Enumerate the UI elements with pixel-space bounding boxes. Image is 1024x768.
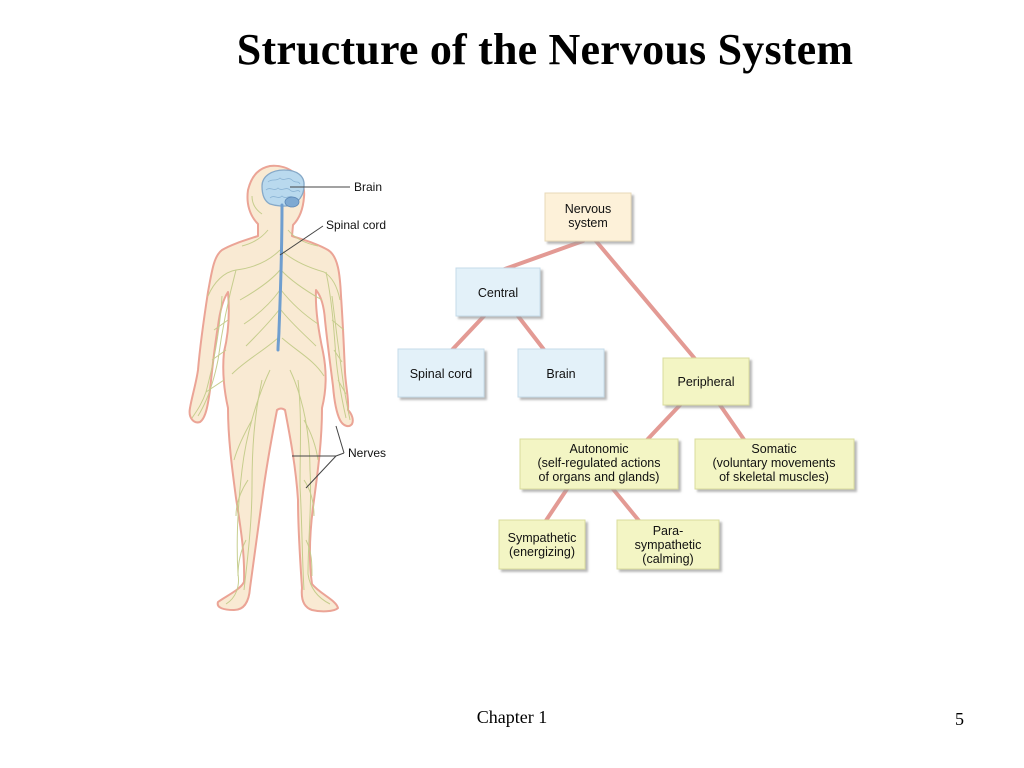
node-autonomic-line-3: of organs and glands) xyxy=(539,470,660,484)
node-nervous-system-line-1: Nervous xyxy=(565,202,612,216)
node-sympathetic-line-1: Sympathetic xyxy=(508,531,577,545)
node-somatic-line-3: of skeletal muscles) xyxy=(719,470,829,484)
node-nervous-system: Nervous system xyxy=(544,192,632,242)
node-autonomic-line-1: Autonomic xyxy=(569,442,628,456)
node-peripheral-line-1: Peripheral xyxy=(678,375,735,389)
node-somatic-line-2: (voluntary movements xyxy=(713,456,836,470)
spinal-cord-shape xyxy=(276,203,284,352)
node-brain-line-1: Brain xyxy=(546,367,575,381)
footer-chapter: Chapter 1 xyxy=(476,707,548,727)
node-parasympathetic-line-2: sympathetic xyxy=(635,538,702,552)
node-spinal-cord: Spinal cord xyxy=(397,348,485,398)
node-nervous-system-line-2: system xyxy=(568,216,608,230)
node-somatic-line-1: Somatic xyxy=(751,442,796,456)
cerebellum-shape xyxy=(284,196,300,208)
slide-title: Structure of the Nervous System xyxy=(236,25,854,74)
node-central-line-1: Central xyxy=(478,286,518,300)
node-somatic: Somatic (voluntary movements of skeletal… xyxy=(694,438,855,490)
hierarchy-nodes: Nervous system Central Spinal cord Brain… xyxy=(397,192,855,570)
node-spinal-cord-line-1: Spinal cord xyxy=(410,367,473,381)
brain-label: Brain xyxy=(354,180,382,194)
nerves-callout-line-upper xyxy=(335,425,345,454)
node-autonomic-line-2: (self-regulated actions xyxy=(538,456,661,470)
body-illustration: Brain Spinal cord Nerves xyxy=(188,164,386,613)
nerves-callout-line-lower xyxy=(305,455,337,489)
node-parasympathetic: Para- sympathetic (calming) xyxy=(616,519,720,570)
node-autonomic: Autonomic (self-regulated actions of org… xyxy=(519,438,679,490)
node-peripheral: Peripheral xyxy=(662,357,750,406)
brain-folds xyxy=(265,177,301,199)
spinal-cord-label: Spinal cord xyxy=(326,218,386,232)
node-sympathetic-line-2: (energizing) xyxy=(509,545,575,559)
body-silhouette xyxy=(188,164,354,613)
node-parasympathetic-line-3: (calming) xyxy=(642,552,693,566)
hierarchy-connectors xyxy=(449,239,747,524)
node-central: Central xyxy=(455,267,541,317)
node-sympathetic: Sympathetic (energizing) xyxy=(498,519,586,570)
node-brain: Brain xyxy=(517,348,605,398)
peripheral-nerve-network xyxy=(191,195,351,605)
spinal-cord-callout-line xyxy=(279,225,324,256)
node-parasympathetic-line-1: Para- xyxy=(653,524,684,538)
page-number: 5 xyxy=(955,709,964,729)
nerves-label: Nerves xyxy=(348,446,386,460)
